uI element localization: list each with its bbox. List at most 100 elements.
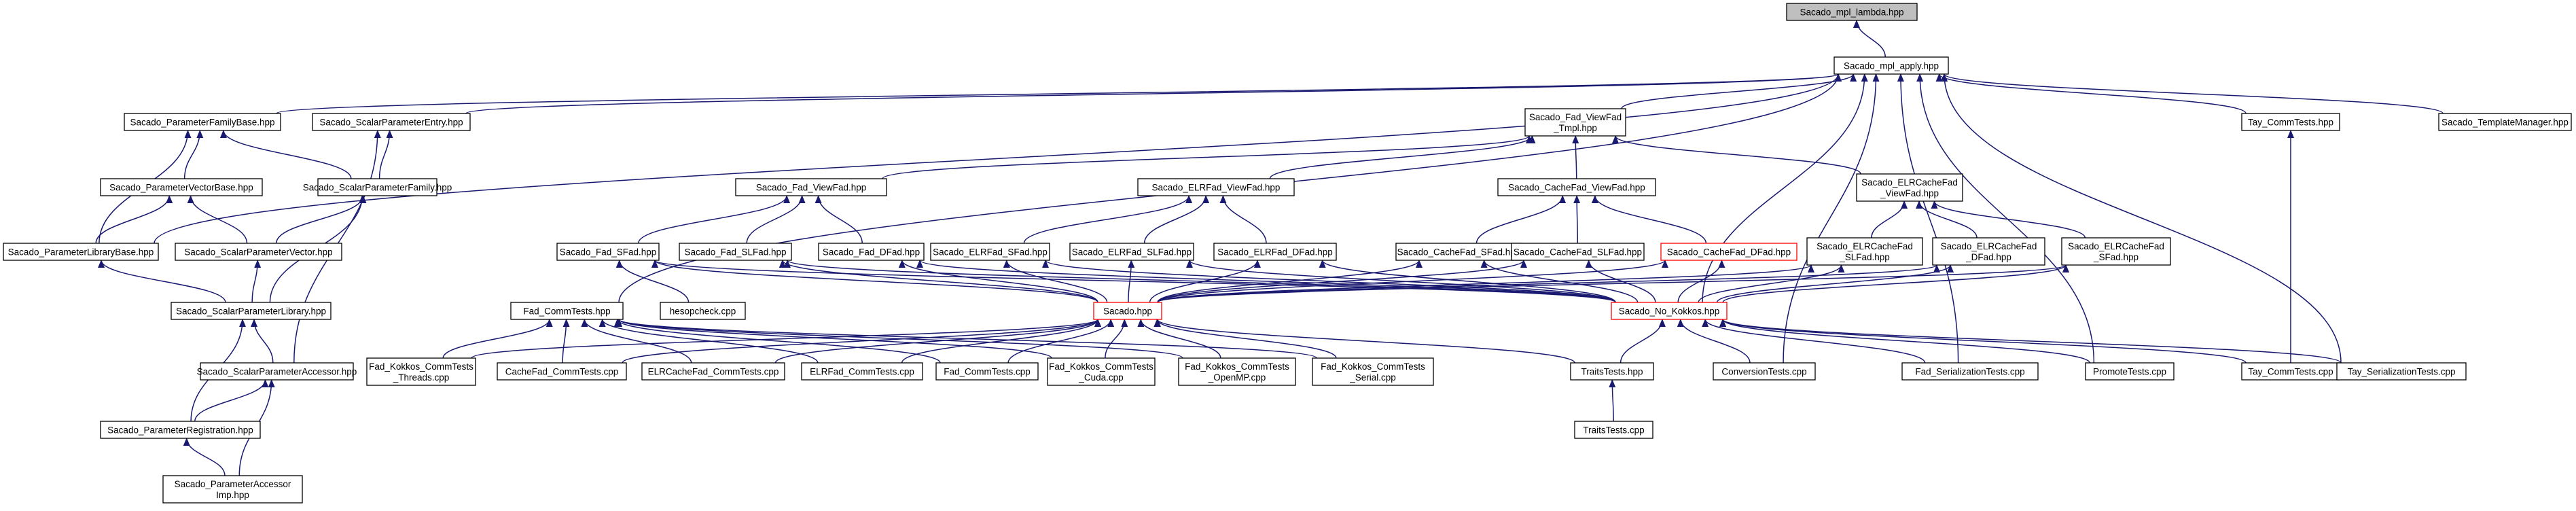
node-label: _ViewFad.hpp — [1880, 188, 1939, 198]
file-node-sacado[interactable]: Sacado.hpp — [1093, 302, 1162, 320]
file-node-fadcommcpp[interactable]: Fad_CommTests.cpp — [935, 362, 1039, 381]
file-node-preg[interactable]: Sacado_ParameterRegistration.hpp — [100, 421, 261, 439]
file-node-cacheview[interactable]: Sacado_CacheFad_ViewFad.hpp — [1497, 178, 1656, 196]
file-node-spa[interactable]: Sacado_ScalarParameterAccessor.hpp — [197, 362, 357, 381]
node-label: Sacado_CacheFad_DFad.hpp — [1667, 247, 1791, 258]
edge-sacado-to-elrcslfad — [1157, 264, 1814, 303]
file-node-fvtmpl[interactable]: Sacado_Fad_ViewFad_Tmpl.hpp — [1524, 108, 1626, 137]
file-node-apply[interactable]: Sacado_mpl_apply.hpp — [1833, 56, 1949, 75]
node-label: Sacado_ParameterLibraryBase.hpp — [8, 247, 154, 258]
edge-spv-to-spf — [276, 195, 367, 244]
node-label: Sacado_No_Kokkos.hpp — [1619, 306, 1720, 317]
edge-elrcachecomm-to-fadcomm — [581, 319, 692, 364]
file-node-spf[interactable]: Sacado_ScalarParameterFamily.hpp — [303, 178, 452, 196]
node-label: _Tmpl.hpp — [1553, 123, 1597, 133]
file-node-cacheslfad[interactable]: Sacado_CacheFad_SLFad.hpp — [1511, 243, 1645, 261]
file-node-promote[interactable]: PromoteTests.cpp — [2085, 362, 2175, 381]
file-node-faddfad[interactable]: Sacado_Fad_DFad.hpp — [818, 243, 925, 261]
edge-elrsfad-to-elrview — [1023, 195, 1193, 244]
file-node-fadsfad[interactable]: Sacado_Fad_SFad.hpp — [556, 243, 660, 261]
edge-traitshpp-to-sacado — [1154, 319, 1575, 364]
file-node-fadslfad[interactable]: Sacado_Fad_SLFad.hpp — [679, 243, 792, 261]
node-label: _Cuda.cpp — [1078, 372, 1123, 383]
file-node-elrsfad[interactable]: Sacado_ELRFad_SFad.hpp — [930, 243, 1050, 261]
node-box — [1901, 362, 2039, 381]
file-node-cachedfad[interactable]: Sacado_CacheFad_DFad.hpp — [1660, 243, 1797, 261]
node-label: _SLFad.hpp — [1839, 252, 1890, 262]
node-label: Sacado_ELRFad_DFad.hpp — [1217, 247, 1333, 258]
file-node-cachecomm[interactable]: CacheFad_CommTests.cpp — [497, 362, 627, 381]
file-node-fkthreads[interactable]: Fad_Kokkos_CommTests_Threads.cpp — [366, 357, 476, 386]
file-node-fkserial[interactable]: Fad_Kokkos_CommTests_Serial.cpp — [1312, 357, 1434, 386]
file-node-elrcslfad[interactable]: Sacado_ELRCacheFad_SLFad.hpp — [1806, 237, 1923, 266]
file-node-tayser[interactable]: Tay_SerializationTests.cpp — [2336, 362, 2467, 381]
node-label: Sacado_ELRFad_ViewFad.hpp — [1152, 183, 1281, 193]
file-node-pvb[interactable]: Sacado_ParameterVectorBase.hpp — [100, 178, 263, 196]
node-box — [171, 302, 332, 320]
file-node-pfb[interactable]: Sacado_ParameterFamilyBase.hpp — [124, 113, 281, 131]
edge-spe-to-apply — [465, 73, 1842, 114]
file-node-elrfadcomm[interactable]: ELRFad_CommTests.cpp — [801, 362, 923, 381]
file-node-elrcachecomm[interactable]: ELRCacheFad_CommTests.cpp — [641, 362, 785, 381]
file-node-fkcuda[interactable]: Fad_Kokkos_CommTests_Cuda.cpp — [1047, 357, 1156, 386]
file-node-spl[interactable]: Sacado_ScalarParameterLibrary.hpp — [171, 302, 332, 320]
edge-cachedfad-to-cacheview — [1591, 195, 1707, 244]
file-node-tmgr[interactable]: Sacado_TemplateManager.hpp — [2438, 113, 2572, 131]
edge-fadcommcpp-to-sacado — [1007, 319, 1115, 364]
edge-fvtmpl-to-apply — [1621, 73, 1857, 109]
node-label: Sacado_ScalarParameterEntry.hpp — [319, 118, 463, 128]
node-box — [497, 362, 627, 381]
edge-spf-to-pfb — [219, 130, 352, 179]
file-node-fkopenmp[interactable]: Fad_Kokkos_CommTests_OpenMP.cpp — [1178, 357, 1296, 386]
edge-pvb-to-pfb — [183, 130, 204, 179]
node-label: Imp.hpp — [216, 490, 249, 500]
node-label: Fad_SerializationTests.cpp — [1915, 367, 2024, 377]
node-box — [2061, 237, 2171, 266]
node-box — [1833, 56, 1949, 75]
file-node-elrcsfad[interactable]: Sacado_ELRCacheFad_SFad.hpp — [2061, 237, 2171, 266]
node-box — [1069, 243, 1194, 261]
node-box — [312, 113, 471, 131]
file-node-elrslfad[interactable]: Sacado_ELRFad_SLFad.hpp — [1069, 243, 1194, 261]
file-node-fadview[interactable]: Sacado_Fad_ViewFad.hpp — [735, 178, 887, 196]
node-box — [1213, 243, 1337, 261]
file-node-conversion[interactable]: ConversionTests.cpp — [1713, 362, 1816, 381]
node-label: Sacado_ELRCacheFad — [1861, 177, 1958, 188]
edge-sacado-to-faddfad — [898, 260, 1098, 303]
edge-spl-to-spv — [251, 260, 262, 303]
edge-hesopcheck-to-fadsfad — [615, 260, 690, 303]
file-node-taycommcpp[interactable]: Tay_CommTests.cpp — [2241, 362, 2340, 381]
node-label: Sacado_ParameterAccessor — [175, 479, 291, 489]
node-box — [1178, 357, 1296, 386]
file-node-traitshpp[interactable]: TraitsTests.hpp — [1570, 362, 1654, 381]
file-node-elrcdfad[interactable]: Sacado_ELRCacheFad_DFad.hpp — [1932, 237, 2045, 266]
file-node-elrview[interactable]: Sacado_ELRFad_ViewFad.hpp — [1137, 178, 1295, 196]
node-label: Fad_Kokkos_CommTests — [1185, 362, 1289, 372]
file-node-nokokkos[interactable]: Sacado_No_Kokkos.hpp — [1611, 302, 1728, 320]
file-node-taycomm[interactable]: Tay_CommTests.hpp — [2241, 113, 2340, 131]
file-node-traitscpp[interactable]: TraitsTests.cpp — [1574, 421, 1653, 439]
file-node-hesopcheck[interactable]: hesopcheck.cpp — [660, 302, 746, 320]
edge-elrcview-to-fvtmpl — [1612, 135, 1861, 175]
edge-nokokkos-to-cachedfad — [1677, 260, 1725, 303]
edge-tayser-to-nokokkos — [1719, 319, 2342, 364]
file-node-lambda[interactable]: Sacado_mpl_lambda.hpp — [1786, 3, 1918, 21]
file-node-elrdfad[interactable]: Sacado_ELRFad_DFad.hpp — [1213, 243, 1337, 261]
node-box — [1932, 237, 2045, 266]
file-node-spe[interactable]: Sacado_ScalarParameterEntry.hpp — [312, 113, 471, 131]
file-node-plb[interactable]: Sacado_ParameterLibraryBase.hpp — [3, 243, 159, 261]
edge-nokokkos-to-elrcsfad — [1722, 264, 2069, 303]
file-node-elrcview[interactable]: Sacado_ELRCacheFad_ViewFad.hpp — [1856, 173, 1963, 202]
edge-elrcdfad-to-elrcview — [1916, 200, 1978, 239]
node-box — [2085, 362, 2175, 381]
node-box — [3, 243, 159, 261]
file-node-fadser[interactable]: Fad_SerializationTests.cpp — [1901, 362, 2039, 381]
file-node-spv[interactable]: Sacado_ScalarParameterVector.hpp — [175, 243, 342, 261]
edge-fadslfad-to-fadview — [746, 195, 806, 244]
file-node-fadcomm[interactable]: Fad_CommTests.hpp — [510, 302, 624, 320]
file-node-cachesfad[interactable]: Sacado_CacheFad_SFad.hpp — [1395, 243, 1522, 261]
node-label: Fad_Kokkos_CommTests — [1321, 362, 1425, 372]
node-label: Fad_CommTests.cpp — [944, 367, 1031, 377]
edge-fadser-to-apply — [1897, 73, 1959, 364]
